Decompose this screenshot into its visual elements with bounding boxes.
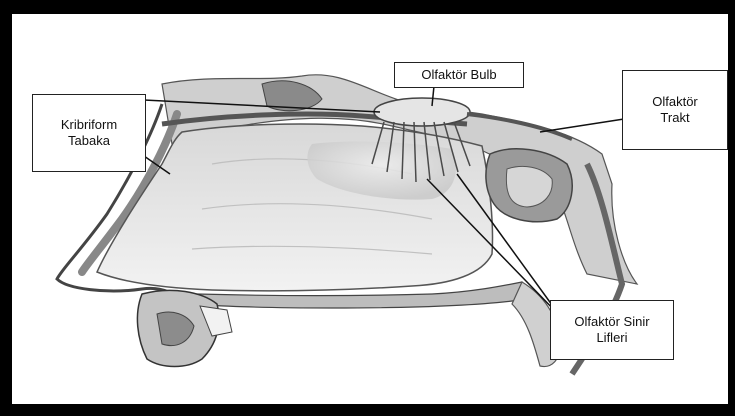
olfactory-nerve-fibers-label: Olfaktör Sinir Lifleri bbox=[550, 300, 674, 360]
cribriform-plate-label: Kribriform Tabaka bbox=[32, 94, 146, 172]
olfactory-bulb bbox=[374, 98, 470, 126]
diagram-canvas: Olfaktör Bulb Olfaktör Trakt Kribriform … bbox=[12, 14, 728, 404]
olfactory-bulb-label: Olfaktör Bulb bbox=[394, 62, 524, 88]
olfactory-tract-label: Olfaktör Trakt bbox=[622, 70, 728, 150]
